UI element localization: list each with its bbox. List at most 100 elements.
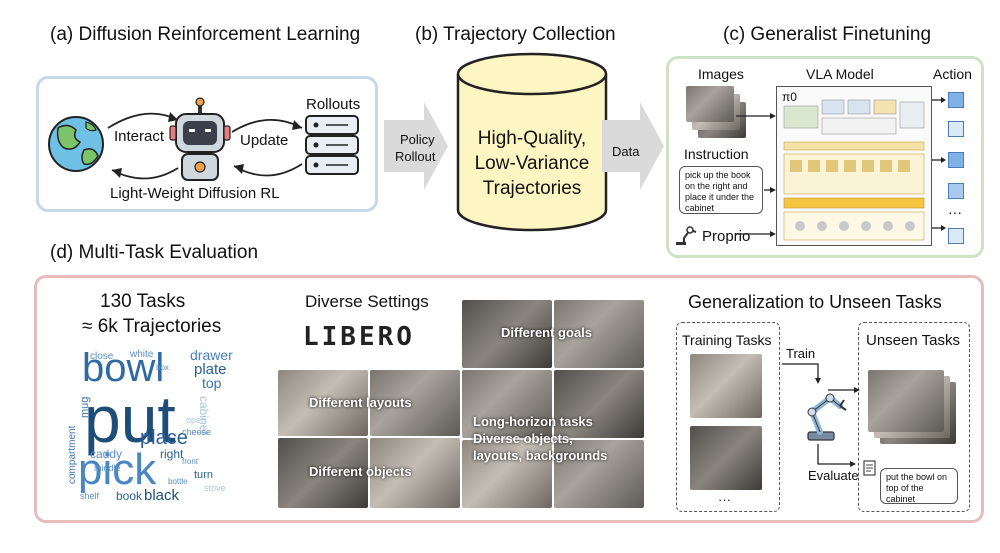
vla-input-arrows — [736, 113, 776, 237]
training-tasks-box — [676, 322, 780, 512]
word-pick: pick — [78, 445, 157, 494]
diverse-settings-label: Diverse Settings — [305, 292, 429, 311]
word-front: front — [182, 457, 199, 466]
word-right: right — [160, 447, 184, 461]
word-cloud: put bowl pick place drawer plate top bla… — [64, 344, 234, 510]
title-multi-task-evaluation: (d) Multi-Task Evaluation — [50, 242, 259, 263]
proprio-label: Proprio — [702, 228, 751, 245]
evaluation-instruction-text: put the bowl on top of the cabinet — [886, 472, 948, 504]
different-objects-label: Different objects — [309, 464, 412, 479]
long-horizon-label: Long-horizon tasks Diverse objects, layo… — [473, 413, 607, 464]
different-goals-label: Different goals — [501, 325, 593, 340]
word-put: put — [84, 382, 176, 456]
interact-label: Interact — [114, 128, 165, 145]
action-ellipsis: ··· — [948, 204, 962, 220]
images-label: Images — [698, 66, 744, 82]
scene-object-1 — [278, 438, 368, 508]
word-compartment: compartment — [67, 425, 78, 484]
high-quality-text: High-Quality, — [477, 128, 587, 149]
input-image-1 — [686, 86, 734, 122]
evaluate-label: Evaluate — [808, 468, 859, 483]
trajectories-count: ≈ 6k Trajectories — [82, 316, 222, 337]
train-label: Train — [786, 346, 816, 361]
title-generalist-finetuning: (c) Generalist Finetuning — [723, 24, 932, 45]
word-book: book — [116, 489, 143, 503]
word-black: black — [144, 487, 180, 504]
policy-label: Policy — [400, 132, 435, 147]
robot-arm-icon — [676, 226, 697, 245]
vla-model-label: VLA Model — [806, 66, 874, 82]
update-label: Update — [240, 132, 289, 149]
training-ellipsis: ··· — [718, 492, 731, 507]
policy-rollout-arrow — [384, 102, 448, 190]
unseen-tasks-label: Unseen Tasks — [866, 332, 960, 349]
word-box: box — [156, 363, 169, 372]
instruction-label: Instruction — [684, 146, 749, 162]
unseen-scene-1 — [868, 370, 944, 432]
unseen-tasks-box — [858, 322, 970, 512]
word-cheese: cheese — [182, 427, 212, 437]
word-mug: mug — [79, 396, 91, 418]
instruction-bubble: pick up the book on the right and place … — [679, 166, 763, 214]
scene-long-horizon-2 — [554, 370, 644, 438]
word-place: place — [140, 427, 188, 449]
long-horizon-line-1: Long-horizon tasks — [473, 414, 593, 429]
action-token-3 — [948, 152, 964, 168]
data-arrow — [602, 102, 664, 190]
tasks-count: 130 Tasks — [100, 291, 186, 312]
diffusion-rl-diagram — [48, 97, 359, 181]
word-top: top — [202, 375, 222, 391]
word-drawer: drawer — [190, 347, 233, 363]
action-token-2 — [948, 121, 964, 137]
word-plate: plate — [194, 361, 227, 378]
word-turn: turn — [194, 469, 213, 481]
action-token-4 — [948, 183, 964, 199]
title-diffusion-rl: (a) Diffusion Reinforcement Learning — [50, 24, 361, 45]
scene-goal-1 — [462, 300, 552, 368]
libero-logo: LIBERO — [303, 322, 415, 352]
data-label: Data — [612, 144, 640, 159]
light-weight-caption: Light-Weight Diffusion RL — [110, 185, 280, 202]
training-scene-1 — [690, 354, 762, 418]
title-trajectory-collection: (b) Trajectory Collection — [415, 24, 616, 45]
trajectories-text: Trajectories — [482, 178, 582, 199]
training-scene-2 — [690, 426, 762, 490]
scene-long-horizon-1 — [462, 370, 552, 438]
action-token-1 — [948, 92, 964, 108]
generalization-arrows — [782, 363, 860, 467]
scene-object-2 — [370, 438, 460, 508]
instruction-text: pick up the book on the right and place … — [685, 170, 755, 213]
different-layouts-label: Different layouts — [309, 395, 412, 410]
long-horizon-line-2: Diverse objects, — [473, 431, 573, 446]
word-caddy: caddy — [90, 447, 123, 461]
word-bottle: bottle — [168, 477, 188, 486]
document-icon — [863, 460, 876, 476]
vla-output-arrows — [932, 97, 946, 231]
word-shelf: shelf — [80, 491, 100, 501]
earth-icon — [48, 116, 104, 172]
generalization-label: Generalization to Unseen Tasks — [688, 292, 942, 312]
scene-goal-2 — [554, 300, 644, 368]
action-label: Action — [933, 66, 972, 82]
pi0-label: π0 — [782, 90, 797, 104]
word-close: close — [90, 351, 114, 362]
scene-layout-1 — [278, 370, 368, 436]
database-icon — [305, 115, 359, 175]
rollout-label: Rollout — [395, 149, 436, 164]
scene-layout-2 — [370, 370, 460, 436]
rollouts-label: Rollouts — [306, 96, 361, 113]
scene-long-horizon-3 — [462, 440, 552, 508]
evaluation-instruction-bubble: put the bowl on top of the cabinet — [880, 468, 958, 504]
trajectory-database-cylinder — [456, 52, 608, 232]
long-horizon-line-3: layouts, backgrounds — [473, 448, 608, 463]
word-open: open — [186, 415, 207, 425]
scene-long-horizon-4 — [554, 440, 644, 508]
action-token-5 — [948, 228, 964, 244]
word-middle: middle — [94, 463, 121, 473]
training-tasks-label: Training Tasks — [682, 332, 772, 348]
word-white: white — [130, 349, 154, 360]
robot-icon — [169, 97, 231, 181]
vla-model-architecture — [783, 99, 925, 241]
trajectory-description: High-Quality, Low-Variance Trajectories — [454, 126, 610, 201]
low-variance-text: Low-Variance — [474, 153, 590, 174]
